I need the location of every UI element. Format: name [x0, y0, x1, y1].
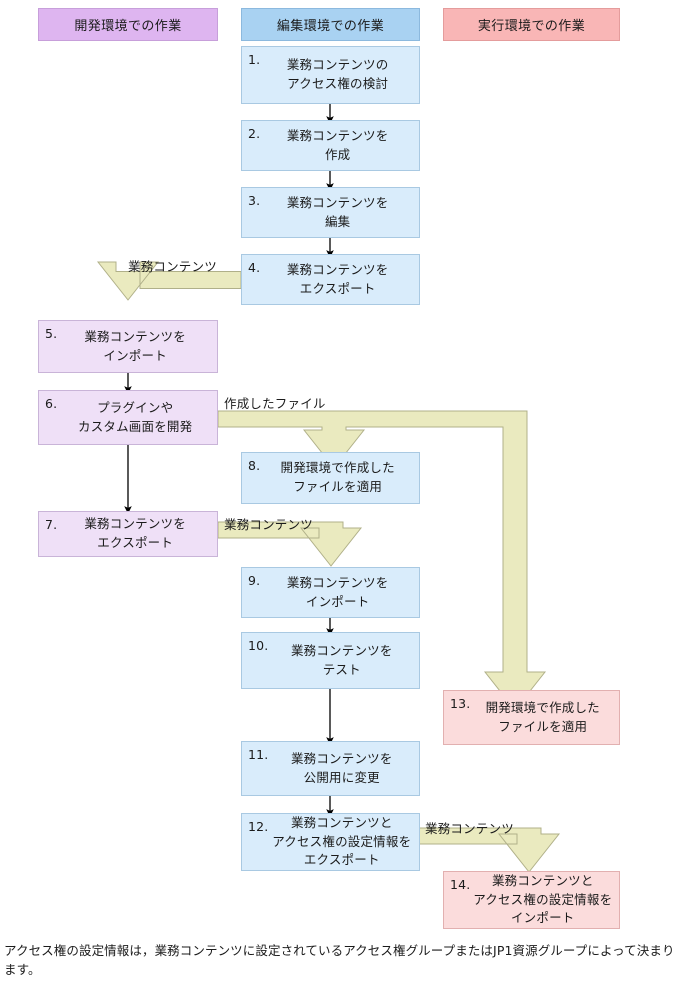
footnote-text: アクセス権の設定情報は，業務コンテンツに設定されているアクセス権グループまたはJ…	[4, 943, 675, 978]
node-8-number: 8.	[248, 458, 261, 473]
node-9-number: 9.	[248, 573, 261, 588]
node-3-label: 業務コンテンツを 編集	[286, 194, 389, 229]
lane-header-run-label: 実行環境での作業	[477, 19, 586, 34]
node-11-number: 11.	[248, 747, 269, 762]
node-6[interactable]: 6. プラグインや カスタム画面を開発	[38, 390, 218, 445]
lane-header-dev: 開発環境での作業	[38, 8, 218, 41]
node-13[interactable]: 13. 開発環境で作成した ファイルを適用	[443, 690, 620, 745]
node-14-number: 14.	[450, 877, 471, 892]
edge-label-6-to-8: 作成したファイル	[224, 396, 326, 411]
node-12-label: 業務コンテンツと アクセス権の設定情報を エクスポート	[272, 814, 412, 868]
node-9-label: 業務コンテンツを インポート	[286, 574, 389, 609]
node-1-number: 1.	[248, 52, 261, 67]
lane-header-run: 実行環境での作業	[443, 8, 620, 41]
node-4-label: 業務コンテンツを エクスポート	[286, 261, 389, 296]
node-10-label: 業務コンテンツを テスト	[290, 642, 393, 677]
node-2[interactable]: 2. 業務コンテンツを 作成	[241, 120, 420, 171]
node-8[interactable]: 8. 開発環境で作成した ファイルを適用	[241, 452, 420, 504]
node-4[interactable]: 4. 業務コンテンツを エクスポート	[241, 254, 420, 305]
node-3-number: 3.	[248, 193, 261, 208]
node-10-number: 10.	[248, 638, 269, 653]
node-13-label: 開発環境で作成した ファイルを適用	[485, 699, 600, 734]
node-12-number: 12.	[248, 819, 269, 834]
node-7[interactable]: 7. 業務コンテンツを エクスポート	[38, 511, 218, 557]
node-6-number: 6.	[45, 396, 58, 411]
node-1-label: 業務コンテンツの アクセス権の検討	[286, 57, 389, 91]
node-12[interactable]: 12. 業務コンテンツと アクセス権の設定情報を エクスポート	[241, 813, 420, 871]
node-2-number: 2.	[248, 126, 261, 141]
node-4-number: 4.	[248, 260, 261, 275]
node-5-number: 5.	[45, 326, 58, 341]
node-5[interactable]: 5. 業務コンテンツを インポート	[38, 320, 218, 373]
node-5-label: 業務コンテンツを インポート	[84, 328, 186, 363]
edge-label-12-to-14: 業務コンテンツ	[425, 821, 514, 836]
node-14-label: 業務コンテンツと アクセス権の設定情報を インポート	[473, 872, 613, 926]
node-1[interactable]: 1. 業務コンテンツの アクセス権の検討	[241, 46, 420, 104]
lane-header-edit-label: 編集環境での作業	[276, 19, 385, 34]
node-10[interactable]: 10. 業務コンテンツを テスト	[241, 632, 420, 689]
node-11[interactable]: 11. 業務コンテンツを 公開用に変更	[241, 741, 420, 796]
node-11-label: 業務コンテンツを 公開用に変更	[290, 750, 393, 785]
node-9[interactable]: 9. 業務コンテンツを インポート	[241, 567, 420, 618]
edge-label-4-to-5: 業務コンテンツ	[128, 259, 217, 274]
node-14[interactable]: 14. 業務コンテンツと アクセス権の設定情報を インポート	[443, 871, 620, 929]
edge-label-7-to-9: 業務コンテンツ	[224, 517, 313, 532]
node-7-number: 7.	[45, 517, 58, 532]
lane-header-edit: 編集環境での作業	[241, 8, 420, 41]
node-6-label: プラグインや カスタム画面を開発	[78, 399, 193, 434]
node-7-label: 業務コンテンツを エクスポート	[84, 516, 186, 550]
node-2-label: 業務コンテンツを 作成	[286, 127, 389, 162]
node-13-number: 13.	[450, 696, 471, 711]
lane-header-dev-label: 開発環境での作業	[74, 19, 182, 34]
node-8-label: 開発環境で作成した ファイルを適用	[280, 460, 395, 494]
node-3[interactable]: 3. 業務コンテンツを 編集	[241, 187, 420, 238]
